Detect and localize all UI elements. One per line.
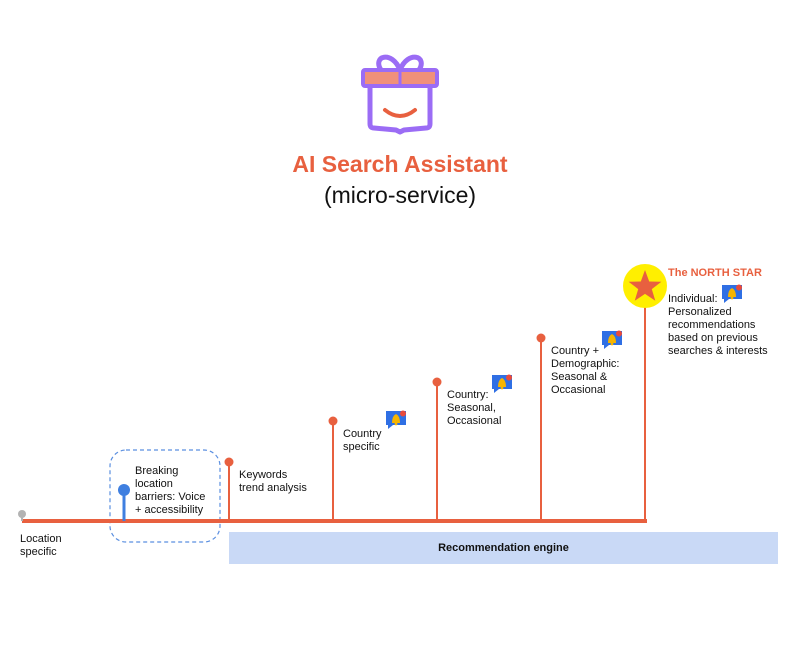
page-title: AI Search Assistant (292, 151, 508, 177)
page-subtitle: (micro-service) (323, 182, 477, 208)
milestone-marker-demographic (536, 333, 546, 343)
highlight-box (109, 449, 221, 543)
recommendation-engine-label: Recommendation engine (438, 542, 569, 554)
milestone-marker-keywords (224, 457, 234, 467)
milestone-marker-country (328, 416, 338, 426)
milestone-label-demographic: Country +Demographic:Seasonal &Occasiona… (551, 345, 620, 396)
milestone-marker-country-seasonal (432, 377, 442, 387)
notification-bell-icon (722, 284, 742, 303)
star-icon (628, 270, 662, 301)
milestone-marker-location (18, 510, 26, 518)
milestone-label-country-seasonal: Country:Seasonal,Occasional (447, 389, 502, 427)
north-star-label: The NORTH STAR (668, 267, 762, 279)
milestone-marker-voice (118, 484, 130, 496)
notification-bell-icon (386, 410, 406, 429)
notification-bell-icon (492, 374, 512, 393)
recommendation-engine-bar: Recommendation engine (229, 532, 778, 564)
notification-bell-icon (602, 330, 622, 349)
gift-smile-icon (361, 54, 439, 135)
